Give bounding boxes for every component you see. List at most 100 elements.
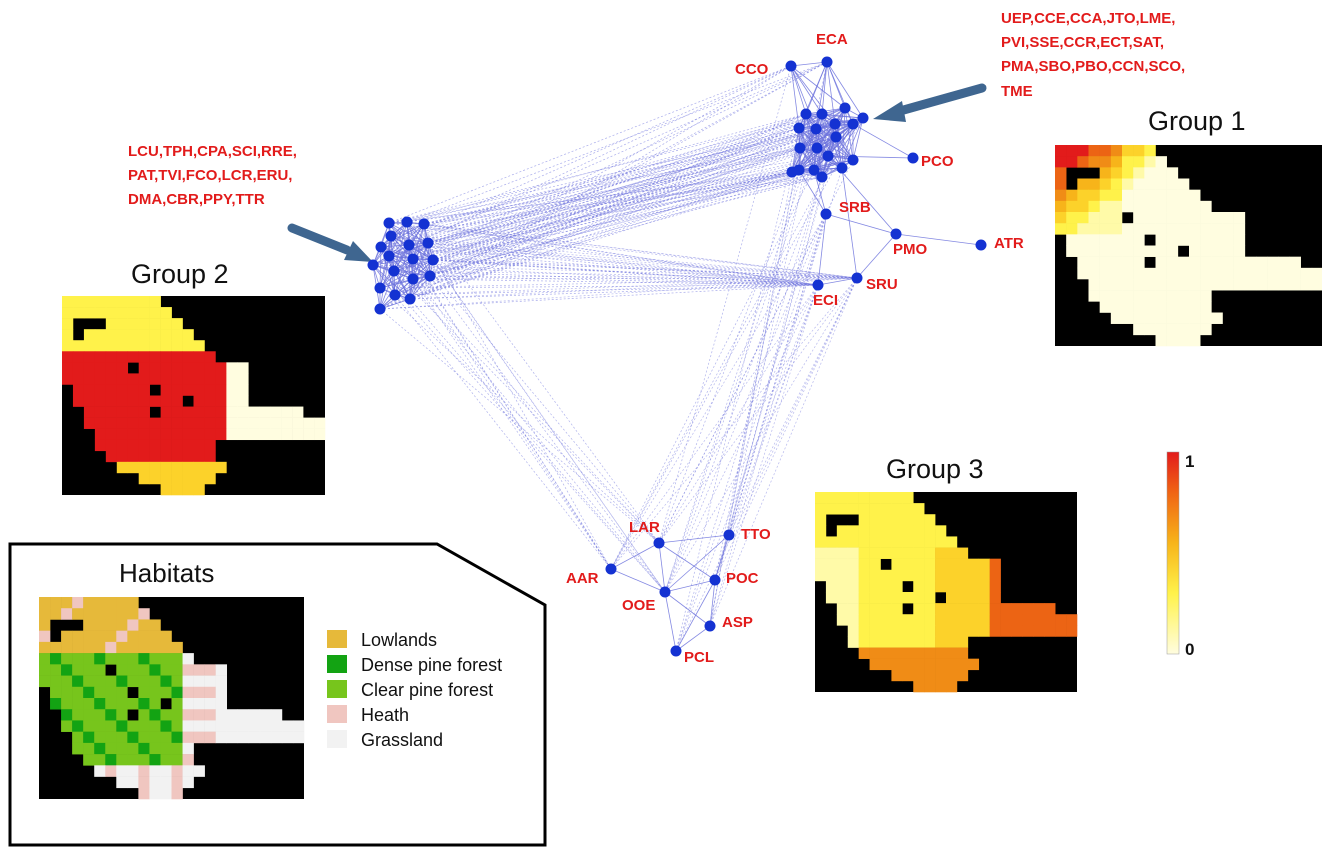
map-cell bbox=[1166, 212, 1179, 224]
map-cell bbox=[978, 580, 990, 593]
map-cell bbox=[94, 731, 106, 744]
map-cell bbox=[1099, 212, 1112, 224]
map-cell bbox=[1177, 200, 1190, 213]
map-cell bbox=[880, 547, 892, 559]
map-cell bbox=[149, 731, 161, 744]
map-cell bbox=[237, 731, 250, 744]
map-cell bbox=[1166, 312, 1179, 324]
network-edge bbox=[388, 255, 660, 544]
map-cell bbox=[83, 641, 95, 654]
network-edge bbox=[408, 123, 854, 246]
network-edge bbox=[429, 113, 807, 277]
map-cell bbox=[39, 619, 51, 631]
map-cell bbox=[127, 619, 139, 631]
map-cell bbox=[83, 373, 96, 385]
map-cell bbox=[1077, 223, 1089, 235]
map-cell bbox=[1099, 267, 1112, 280]
network-node bbox=[383, 217, 395, 229]
map-cell bbox=[171, 754, 183, 766]
map-cell bbox=[1189, 212, 1201, 224]
network-edge bbox=[390, 235, 858, 279]
map-cell bbox=[138, 307, 150, 319]
map-cell bbox=[39, 597, 51, 609]
map-cell bbox=[924, 558, 936, 571]
legend-label: Lowlands bbox=[361, 630, 437, 650]
map-cell bbox=[72, 395, 85, 407]
map-cell bbox=[1222, 245, 1234, 257]
map-cell bbox=[72, 641, 84, 654]
map-cell bbox=[1189, 223, 1201, 235]
map-cell bbox=[946, 680, 958, 693]
network-edge bbox=[379, 308, 660, 544]
map-cell bbox=[1122, 156, 1134, 168]
map-cell bbox=[1278, 256, 1290, 269]
map-cell bbox=[1077, 267, 1089, 280]
map-cell bbox=[127, 351, 140, 363]
map-cell bbox=[160, 776, 172, 789]
map-cell bbox=[182, 472, 194, 485]
map-cell bbox=[94, 653, 106, 665]
map-cell bbox=[836, 614, 849, 626]
network-edge bbox=[409, 147, 801, 300]
map-cell bbox=[281, 417, 293, 429]
map-cell bbox=[204, 698, 216, 710]
map-cell bbox=[138, 686, 150, 699]
map-cell bbox=[1256, 267, 1268, 280]
map-cell bbox=[303, 428, 315, 441]
map-cell bbox=[83, 406, 96, 418]
network-node bbox=[794, 142, 806, 154]
network-node bbox=[389, 289, 401, 301]
map-cell bbox=[1133, 156, 1145, 168]
network-edge bbox=[409, 284, 819, 300]
map-cell bbox=[1233, 256, 1246, 269]
map-cell bbox=[891, 658, 903, 671]
map-cell bbox=[105, 373, 118, 385]
map-cell bbox=[967, 603, 980, 615]
map-cell bbox=[138, 731, 150, 744]
map-cell bbox=[160, 362, 172, 374]
map-cell bbox=[815, 547, 827, 559]
map-cell bbox=[138, 351, 150, 363]
map-cell bbox=[891, 647, 903, 659]
map-cell bbox=[1144, 156, 1156, 168]
map-cell bbox=[1233, 245, 1246, 257]
map-cell bbox=[138, 675, 150, 688]
map-cell bbox=[204, 384, 216, 396]
network-node bbox=[839, 102, 851, 114]
map-cell bbox=[160, 709, 172, 721]
map-cell bbox=[847, 492, 859, 504]
network-edge bbox=[658, 277, 858, 544]
network-edge bbox=[372, 264, 431, 277]
map-cell bbox=[193, 384, 205, 396]
map-cell bbox=[72, 698, 84, 710]
map-cell bbox=[83, 619, 95, 631]
map-cell bbox=[956, 658, 969, 671]
map-cell bbox=[94, 428, 107, 441]
map-cell bbox=[1144, 267, 1156, 280]
map-cell bbox=[858, 503, 870, 515]
map-cell bbox=[869, 636, 881, 648]
network-node bbox=[907, 152, 919, 164]
map-cell bbox=[815, 525, 827, 537]
map-cell bbox=[1200, 267, 1212, 280]
network-node bbox=[670, 645, 682, 657]
map-cell bbox=[127, 731, 139, 744]
map-cell bbox=[902, 514, 914, 526]
map-cell bbox=[858, 625, 870, 637]
map-cell bbox=[1155, 223, 1167, 235]
network-edge bbox=[675, 127, 800, 652]
map-cell bbox=[869, 658, 881, 671]
map-cell bbox=[924, 680, 936, 693]
map-cell bbox=[215, 373, 227, 385]
map-cell bbox=[847, 569, 859, 582]
map-cell bbox=[193, 664, 205, 676]
map-cell bbox=[869, 580, 881, 593]
network-edge bbox=[394, 128, 817, 296]
map-cell bbox=[171, 742, 183, 755]
map-cell bbox=[105, 329, 118, 341]
map-cell bbox=[869, 603, 881, 615]
node-label-poc: POC bbox=[726, 570, 759, 587]
map-cell bbox=[902, 614, 914, 626]
map-cell bbox=[72, 373, 85, 385]
map-cell bbox=[858, 603, 870, 615]
